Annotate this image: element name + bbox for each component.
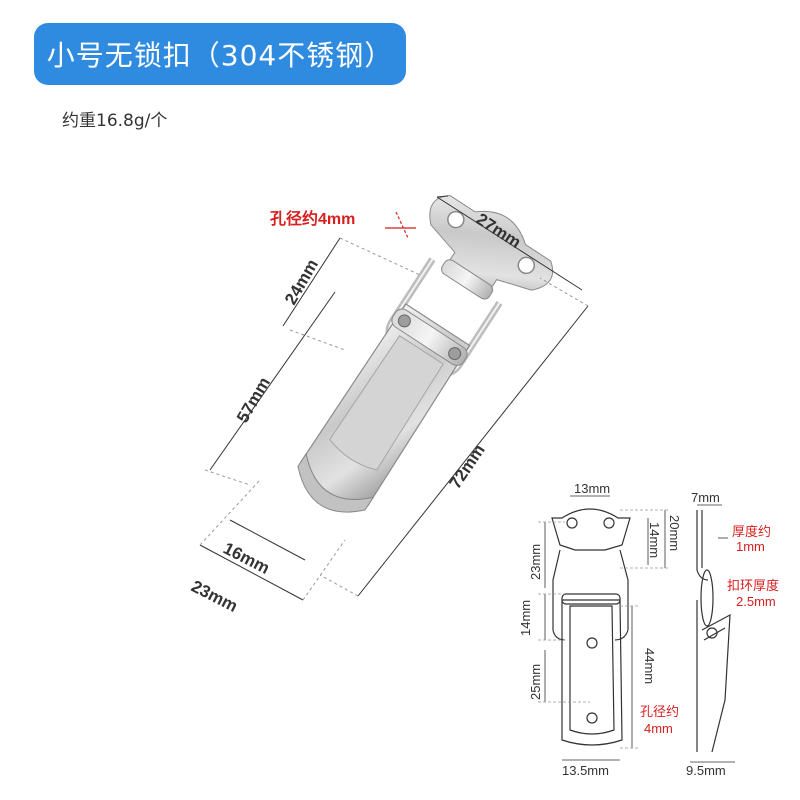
- lower-height-label: 25mm: [528, 664, 543, 700]
- outer-width-label: 23mm: [188, 577, 240, 616]
- front-drawing-ext: [538, 509, 670, 749]
- body-width-label: 16mm: [220, 539, 272, 578]
- side-drawing: [696, 510, 731, 753]
- hole-label-line2: 4mm: [644, 721, 673, 736]
- hole-pointer: [385, 211, 416, 239]
- body-length-label: 57mm: [233, 374, 274, 426]
- upper-length-label: 24mm: [281, 256, 322, 308]
- inner-height-label: 14mm: [647, 522, 662, 558]
- side-drawing-dims: [690, 504, 735, 763]
- weight-text: 约重16.8g/个: [62, 111, 168, 131]
- photo-extension-lines: [199, 237, 589, 601]
- side-base-label: 9.5mm: [686, 763, 726, 778]
- upper-height-label: 23mm: [528, 544, 543, 580]
- hole-label: 孔径约4mm: [270, 209, 355, 228]
- ring-thickness-line1: 扣环厚度: [727, 578, 779, 593]
- front-drawing-dims: [544, 495, 666, 761]
- side-top-label: 7mm: [691, 490, 720, 505]
- front-drawing: [551, 508, 631, 746]
- thickness-label-line1: 厚度约: [732, 524, 771, 539]
- title-banner: 小号无锁扣（304不锈钢）: [34, 23, 406, 85]
- mid-height-label: 14mm: [518, 600, 533, 636]
- latch-photo: [297, 195, 554, 513]
- top-width-label: 13mm: [574, 481, 610, 496]
- ring-thickness-line2: 2.5mm: [736, 594, 776, 609]
- body-height-label: 44mm: [642, 648, 657, 684]
- thickness-label-line2: 1mm: [736, 539, 765, 554]
- hole-label-line1: 孔径约: [640, 704, 679, 719]
- base-width-label: 13.5mm: [562, 763, 609, 778]
- product-title: 小号无锁扣（304不锈钢）: [46, 39, 394, 72]
- plate-height-label: 20mm: [667, 515, 682, 551]
- total-length-label: 72mm: [446, 441, 489, 492]
- photo-dimension-lines: [199, 195, 589, 601]
